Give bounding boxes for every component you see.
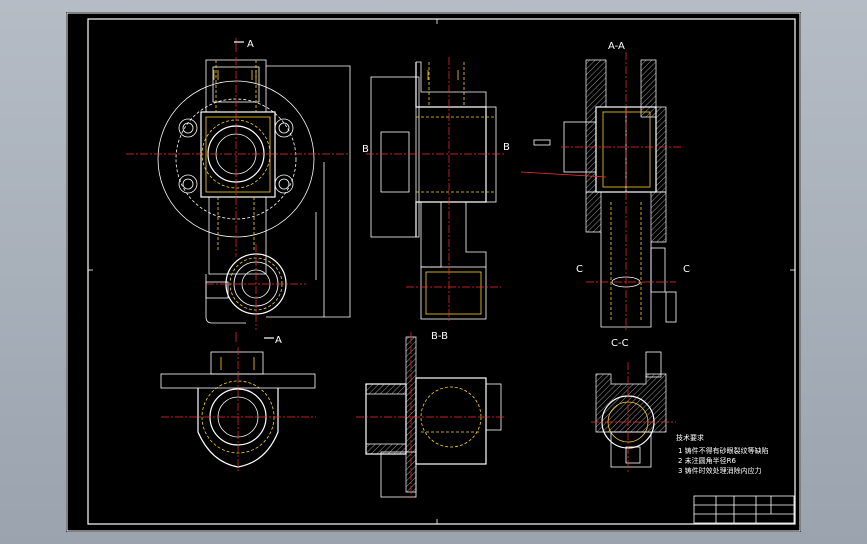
drawing-sheet[interactable]: A A B B	[66, 12, 801, 532]
cut-label-c-right: C	[683, 264, 690, 275]
technical-notes: 技术要求 1 铸件不得有砂眼裂纹等缺陷 2 未注圆角半径R6 3 铸件时效处理消…	[676, 433, 769, 475]
bottom-view	[160, 347, 316, 472]
section-b-b	[356, 332, 506, 500]
title-block	[693, 495, 795, 524]
note-line-1: 1 铸件不得有砂眼裂纹等缺陷	[678, 446, 769, 455]
note-line-2: 2 未注圆角半径R6	[678, 456, 737, 465]
section-label-a-a: A-A	[608, 41, 625, 52]
section-label-b-b: B-B	[431, 331, 448, 342]
notes-heading: 技术要求	[676, 433, 704, 442]
note-line-3: 3 铸件时效处理消除内应力	[678, 466, 762, 475]
view-label-a-bottom: A	[275, 335, 282, 346]
cut-label-c-left: C	[576, 264, 583, 275]
side-view	[366, 57, 506, 322]
drawing-canvas: A A B B	[66, 12, 801, 532]
outer-border	[66, 12, 801, 532]
view-label-b-left: B	[362, 144, 369, 155]
view-label-b-right: B	[503, 142, 510, 153]
section-c-c	[591, 351, 676, 472]
front-view	[126, 38, 351, 342]
inner-frame	[87, 18, 796, 525]
view-label-a-top: A	[247, 39, 254, 50]
section-a-a	[520, 52, 681, 330]
section-label-c-c: C-C	[611, 338, 629, 349]
